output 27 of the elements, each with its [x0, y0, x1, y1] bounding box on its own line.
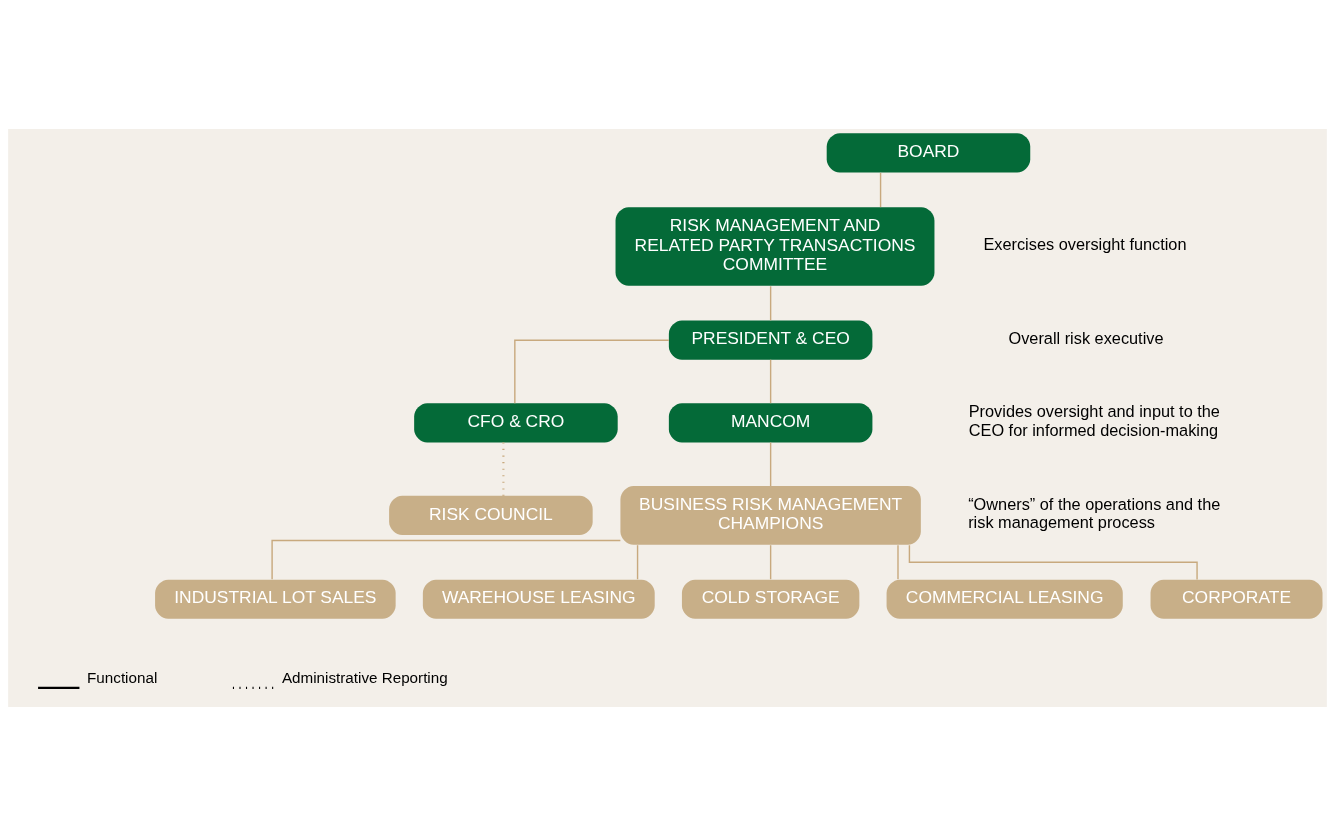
node-box: CORPORATE [1150, 579, 1323, 619]
legend-label: Administrative Reporting [281, 668, 448, 686]
node-box: MANCOM [668, 403, 873, 443]
connector [879, 172, 882, 208]
connector [769, 359, 772, 404]
node-box: WAREHOUSE LEASING [422, 579, 655, 619]
node-box: COMMERCIAL LEASING [886, 579, 1123, 619]
label: “Owners” of the operations and the risk management process [968, 494, 1221, 532]
label: Provides oversight and input to the CEO for informed decision-making [968, 402, 1220, 439]
connector [769, 285, 772, 322]
node-box: RISK MANAGEMENT AND RELATED PARTY TRANSACTIONS COMMITTEE [615, 207, 935, 286]
node-box: CFO & CRO [414, 403, 618, 443]
legend-label: Functional [87, 668, 158, 686]
node-box: INDUSTRIAL LOT SALES [155, 579, 396, 619]
node-box: PRESIDENT & CEO [668, 320, 873, 360]
connector [897, 544, 899, 580]
connector [769, 544, 772, 580]
label: Overall risk executive [1008, 328, 1164, 347]
label: Exercises oversight function [983, 235, 1187, 254]
node-box: BUSINESS RISK MANAGEMENT CHAMPIONS [620, 486, 921, 545]
connector [769, 441, 772, 487]
connector [636, 544, 639, 580]
node-box: COLD STORAGE [681, 579, 860, 619]
node-box: BOARD [826, 133, 1031, 173]
node-box: RISK COUNCIL [389, 495, 593, 535]
connector [271, 539, 622, 581]
connector [514, 339, 670, 404]
